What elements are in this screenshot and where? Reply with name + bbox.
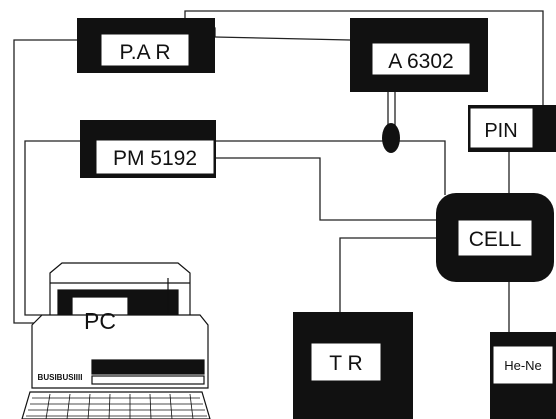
par-block: P.A R [77, 18, 215, 73]
pin-block: PIN [468, 105, 556, 152]
pc-keys [26, 393, 207, 419]
a6302-label: A 6302 [388, 50, 453, 73]
pc-drive-bay [91, 359, 205, 375]
pm5192-block: PM 5192 [80, 120, 216, 178]
laser-label: He-Ne [504, 358, 542, 373]
wires [13, 10, 544, 332]
a6302-block: A 6302 [350, 18, 488, 92]
wire-pm-cell [216, 157, 436, 221]
pc-panel-text: BUSIBUSIIII [38, 373, 83, 382]
wire-pm-probe-cell [216, 140, 446, 195]
current-probe [382, 123, 400, 153]
wire-par-pc [13, 39, 77, 324]
cell-block: CELL [436, 193, 554, 282]
wire-cell-tr [339, 237, 436, 312]
pc-drive-slot [91, 375, 205, 385]
pin-label: PIN [484, 120, 517, 142]
pc-computer [21, 262, 211, 419]
par-label: P.A R [120, 41, 171, 64]
tr-label: T R [329, 352, 362, 375]
wire-par-a6302 [214, 36, 351, 41]
pc-keyboard [21, 391, 211, 419]
pm5192-label: PM 5192 [113, 147, 197, 170]
cell-label: CELL [469, 228, 522, 251]
pc-label: PC [84, 308, 116, 334]
tr-block: T R [293, 312, 413, 419]
laser-block: He-Ne [490, 332, 556, 419]
wire-pm-pc [24, 140, 80, 316]
